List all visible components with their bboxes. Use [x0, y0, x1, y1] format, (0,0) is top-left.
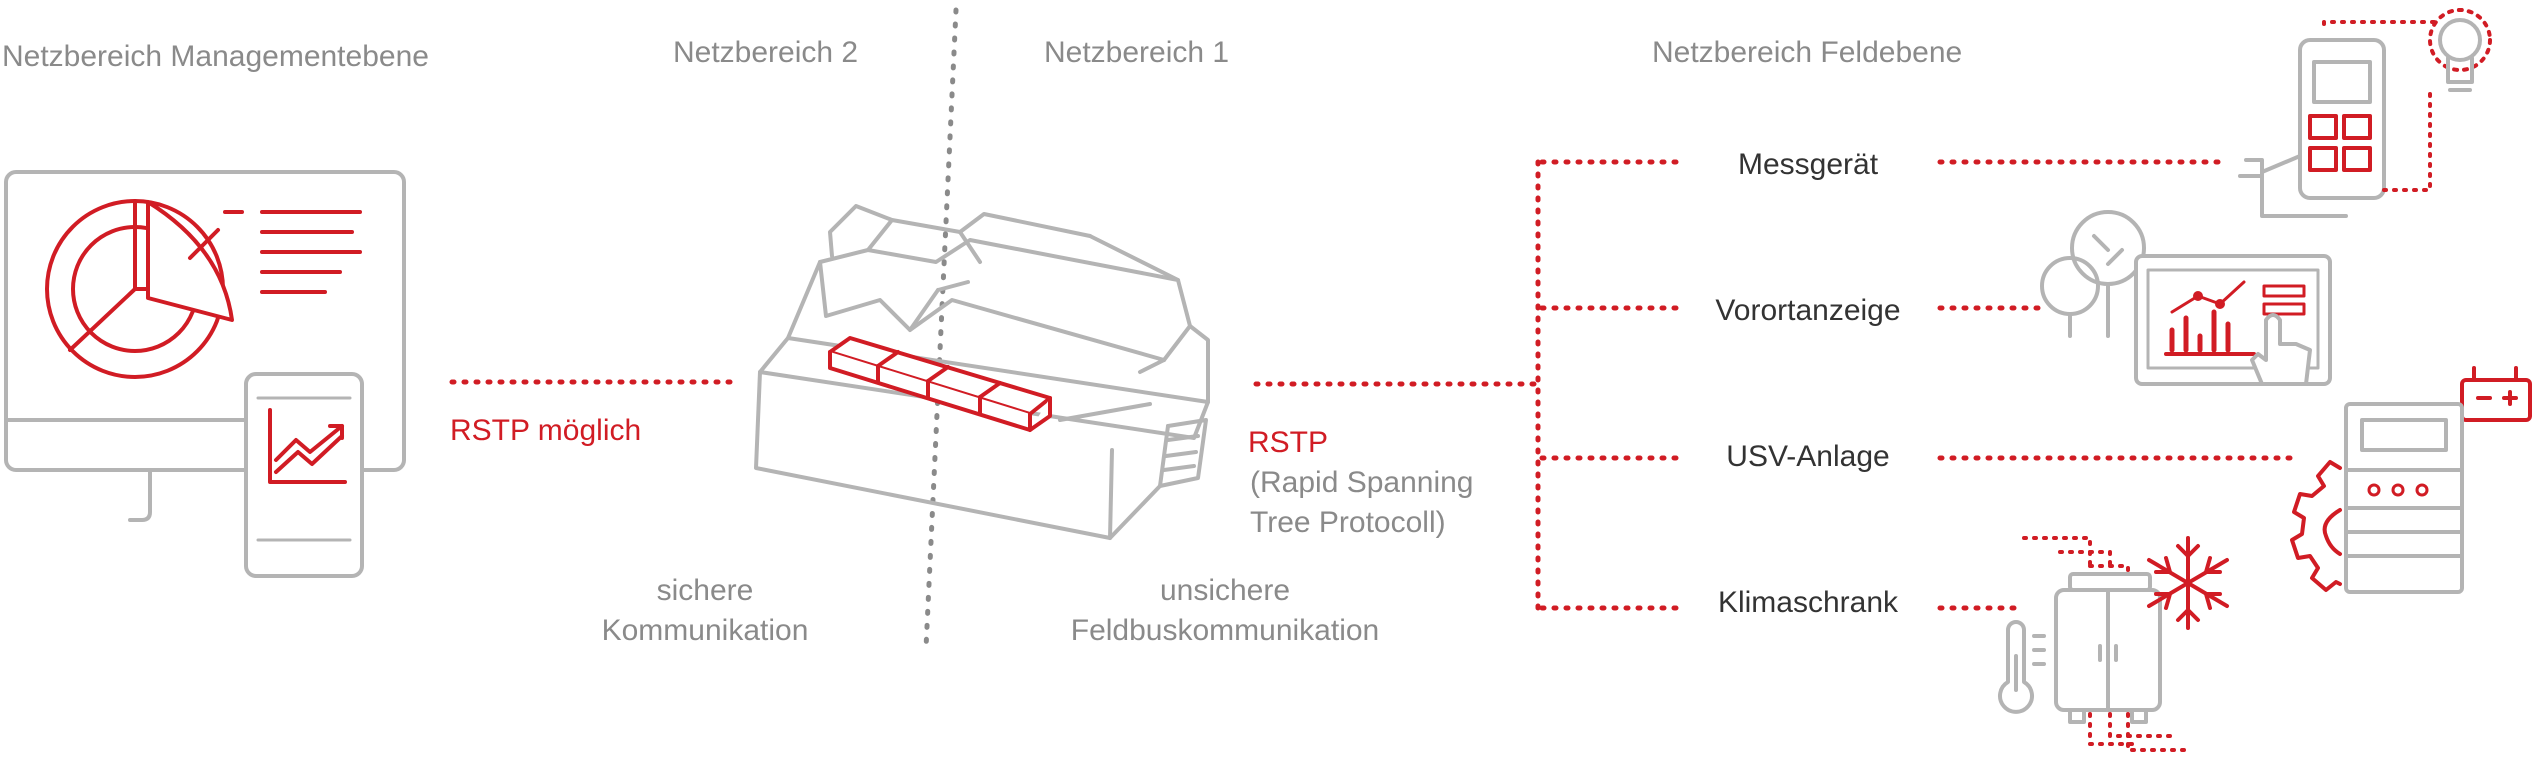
light-bulb-icon — [2428, 8, 2492, 92]
touch-display-icon — [2134, 254, 2332, 386]
monitor-icon — [4, 170, 406, 522]
climate-cabinet-icon — [2054, 572, 2162, 724]
insecure-comm-line1: unsichere — [1159, 574, 1291, 607]
snowflake-icon — [2147, 536, 2229, 630]
zone-label-1: Netzbereich 1 — [1044, 36, 1230, 69]
tree-icon — [2040, 210, 2146, 338]
zone-label-management: Netzbereich Managementebene — [2, 40, 429, 73]
gear-icon — [2290, 460, 2342, 592]
rstp-label: RSTP — [1248, 426, 1329, 459]
rstp-possible-label: RSTP möglich — [450, 414, 642, 447]
climate-airflow — [2022, 536, 2188, 752]
zone-divider — [923, 7, 959, 651]
zone-label-2: Netzbereich 2 — [673, 36, 859, 69]
device-label-messgeraet: Messgerät — [1737, 148, 1879, 181]
secure-comm-line1: sichere — [656, 574, 754, 607]
ups-cabinet-icon — [2344, 402, 2464, 594]
device-label-vorortanzeige: Vorortanzeige — [1715, 294, 1901, 327]
field-bus — [1253, 159, 2293, 615]
device-label-usv-anlage: USV-Anlage — [1726, 440, 1890, 473]
insecure-comm-line2: Feldbuskommunikation — [1070, 614, 1380, 647]
chart-trend-icon — [268, 408, 347, 484]
device-label-klimaschrank: Klimaschrank — [1717, 586, 1899, 619]
thermometer-icon — [1998, 620, 2046, 714]
zone-label-field: Netzbereich Feldebene — [1652, 36, 1963, 69]
switch-ports — [828, 336, 1052, 432]
rstp-full-line2: Tree Protocoll) — [1250, 506, 1446, 539]
handheld-meter-icon — [2238, 20, 2444, 218]
rstp-full-line1: (Rapid Spanning — [1250, 466, 1474, 499]
secure-comm-line2: Kommunikation — [601, 614, 809, 647]
battery-icon — [2460, 366, 2532, 422]
pie-chart-icon — [45, 199, 362, 379]
switch-module-icon — [754, 204, 1210, 540]
smartphone-icon — [244, 372, 364, 578]
